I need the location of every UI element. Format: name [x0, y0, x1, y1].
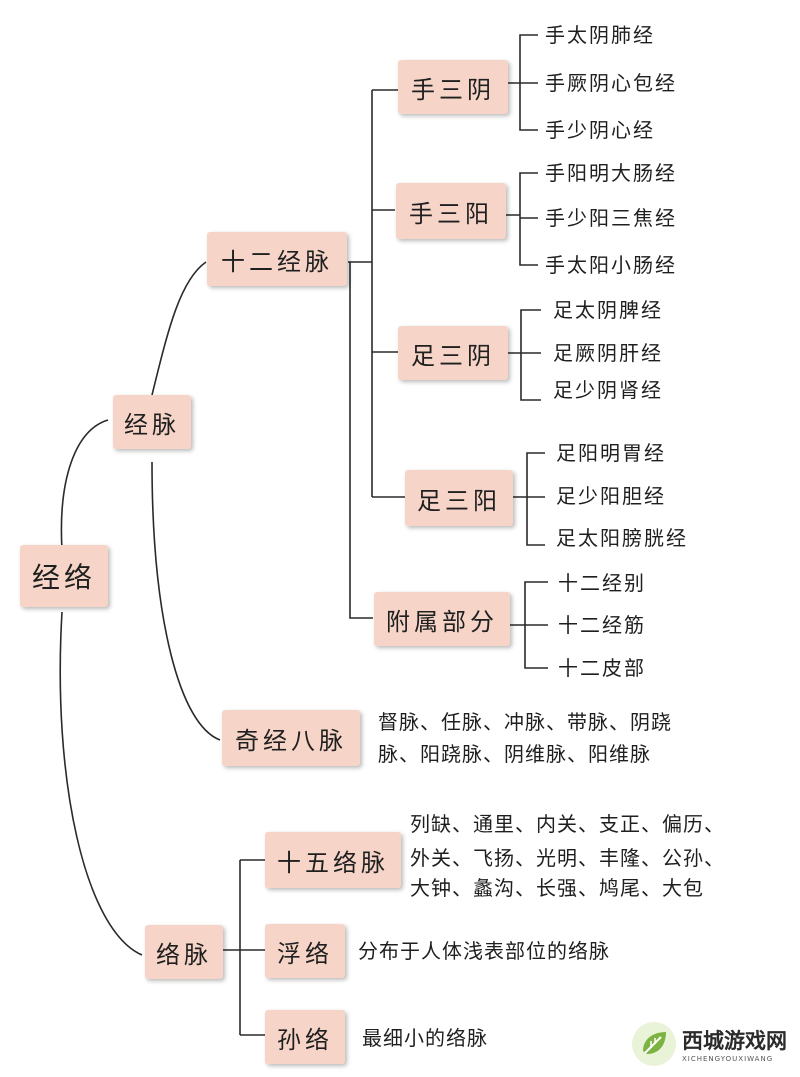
bracket-zu-san-yang [513, 452, 545, 546]
node-shou-san-yang: 手三阳 [396, 183, 506, 239]
node-jingmai: 经脉 [113, 395, 191, 449]
connector-root-jingmai [60, 419, 109, 551]
qijing-desc-line: 督脉、任脉、冲脉、带脉、阴跷 [378, 710, 672, 734]
node-luomai: 络脉 [145, 925, 223, 979]
watermark-text: 西城游戏网 [682, 1028, 787, 1053]
bracket-shou-san-yin [508, 34, 538, 131]
connector-shier-fushu [349, 262, 373, 619]
node-shier-jingmai: 十二经脉 [207, 232, 347, 286]
bracket-zu-san-yin [508, 309, 541, 401]
node-shou-san-yin: 手三阴 [398, 60, 508, 114]
node-fushu-bufen: 附属部分 [374, 592, 510, 646]
fuluo-desc: 分布于人体浅表部位的络脉 [358, 939, 610, 963]
leaf-label: 足阳明胃经 [556, 441, 666, 465]
leaf-logo-icon [632, 1021, 676, 1066]
bracket-fushu [510, 581, 548, 669]
leaf-label: 十二经筋 [558, 613, 646, 637]
connector-jingmai-shier [151, 261, 207, 396]
sunluo-desc: 最细小的络脉 [362, 1026, 488, 1050]
leaf-label: 足少阳胆经 [556, 484, 666, 508]
node-zu-san-yin: 足三阴 [398, 326, 508, 380]
node-fuluo: 浮络 [265, 924, 345, 978]
leaf-label: 手少阳三焦经 [545, 206, 677, 230]
leaf-label: 十二皮部 [558, 656, 646, 680]
leaf-label: 足太阳膀胱经 [556, 526, 688, 550]
leaf-label: 十二经别 [558, 571, 646, 595]
node-jingluo: 经络 [20, 545, 108, 607]
node-zu-san-yang: 足三阳 [405, 470, 513, 526]
node-shiwu-luomai: 十五络脉 [265, 832, 401, 888]
leaf-label: 手太阴肺经 [545, 23, 655, 47]
bracket-shou-san-yang [505, 172, 538, 266]
shiwu-desc-line: 列缺、通里、内关、支正、偏历、 [410, 812, 725, 836]
shiwu-desc-line: 外关、飞扬、光明、丰隆、公孙、 [410, 846, 725, 870]
watermark-subtext: XICHENGYOUXIWANG [682, 1054, 774, 1063]
leaf-label: 手阳明大肠经 [545, 161, 677, 185]
node-qijing-bamai: 奇经八脉 [222, 710, 360, 766]
connector-root-luomai [59, 611, 143, 956]
leaf-label: 手少阴心经 [545, 118, 655, 142]
connector-jingmai-qijing [151, 461, 221, 741]
leaf-label: 足太阴脾经 [553, 298, 663, 322]
qijing-desc-line: 脉、阳跷脉、阴维脉、阳维脉 [378, 742, 651, 766]
watermark-logo: 西城游戏网 XICHENGYOUXIWANG [632, 1010, 800, 1077]
leaf-label: 足少阴肾经 [553, 378, 663, 402]
leaf-label: 手太阳小肠经 [545, 253, 677, 277]
shiwu-desc-line: 大钟、蠡沟、长强、鸠尾、大包 [410, 876, 704, 900]
leaf-label: 足厥阴肝经 [553, 341, 663, 365]
leaf-label: 手厥阴心包经 [545, 71, 677, 95]
node-sunluo: 孙络 [265, 1010, 345, 1064]
